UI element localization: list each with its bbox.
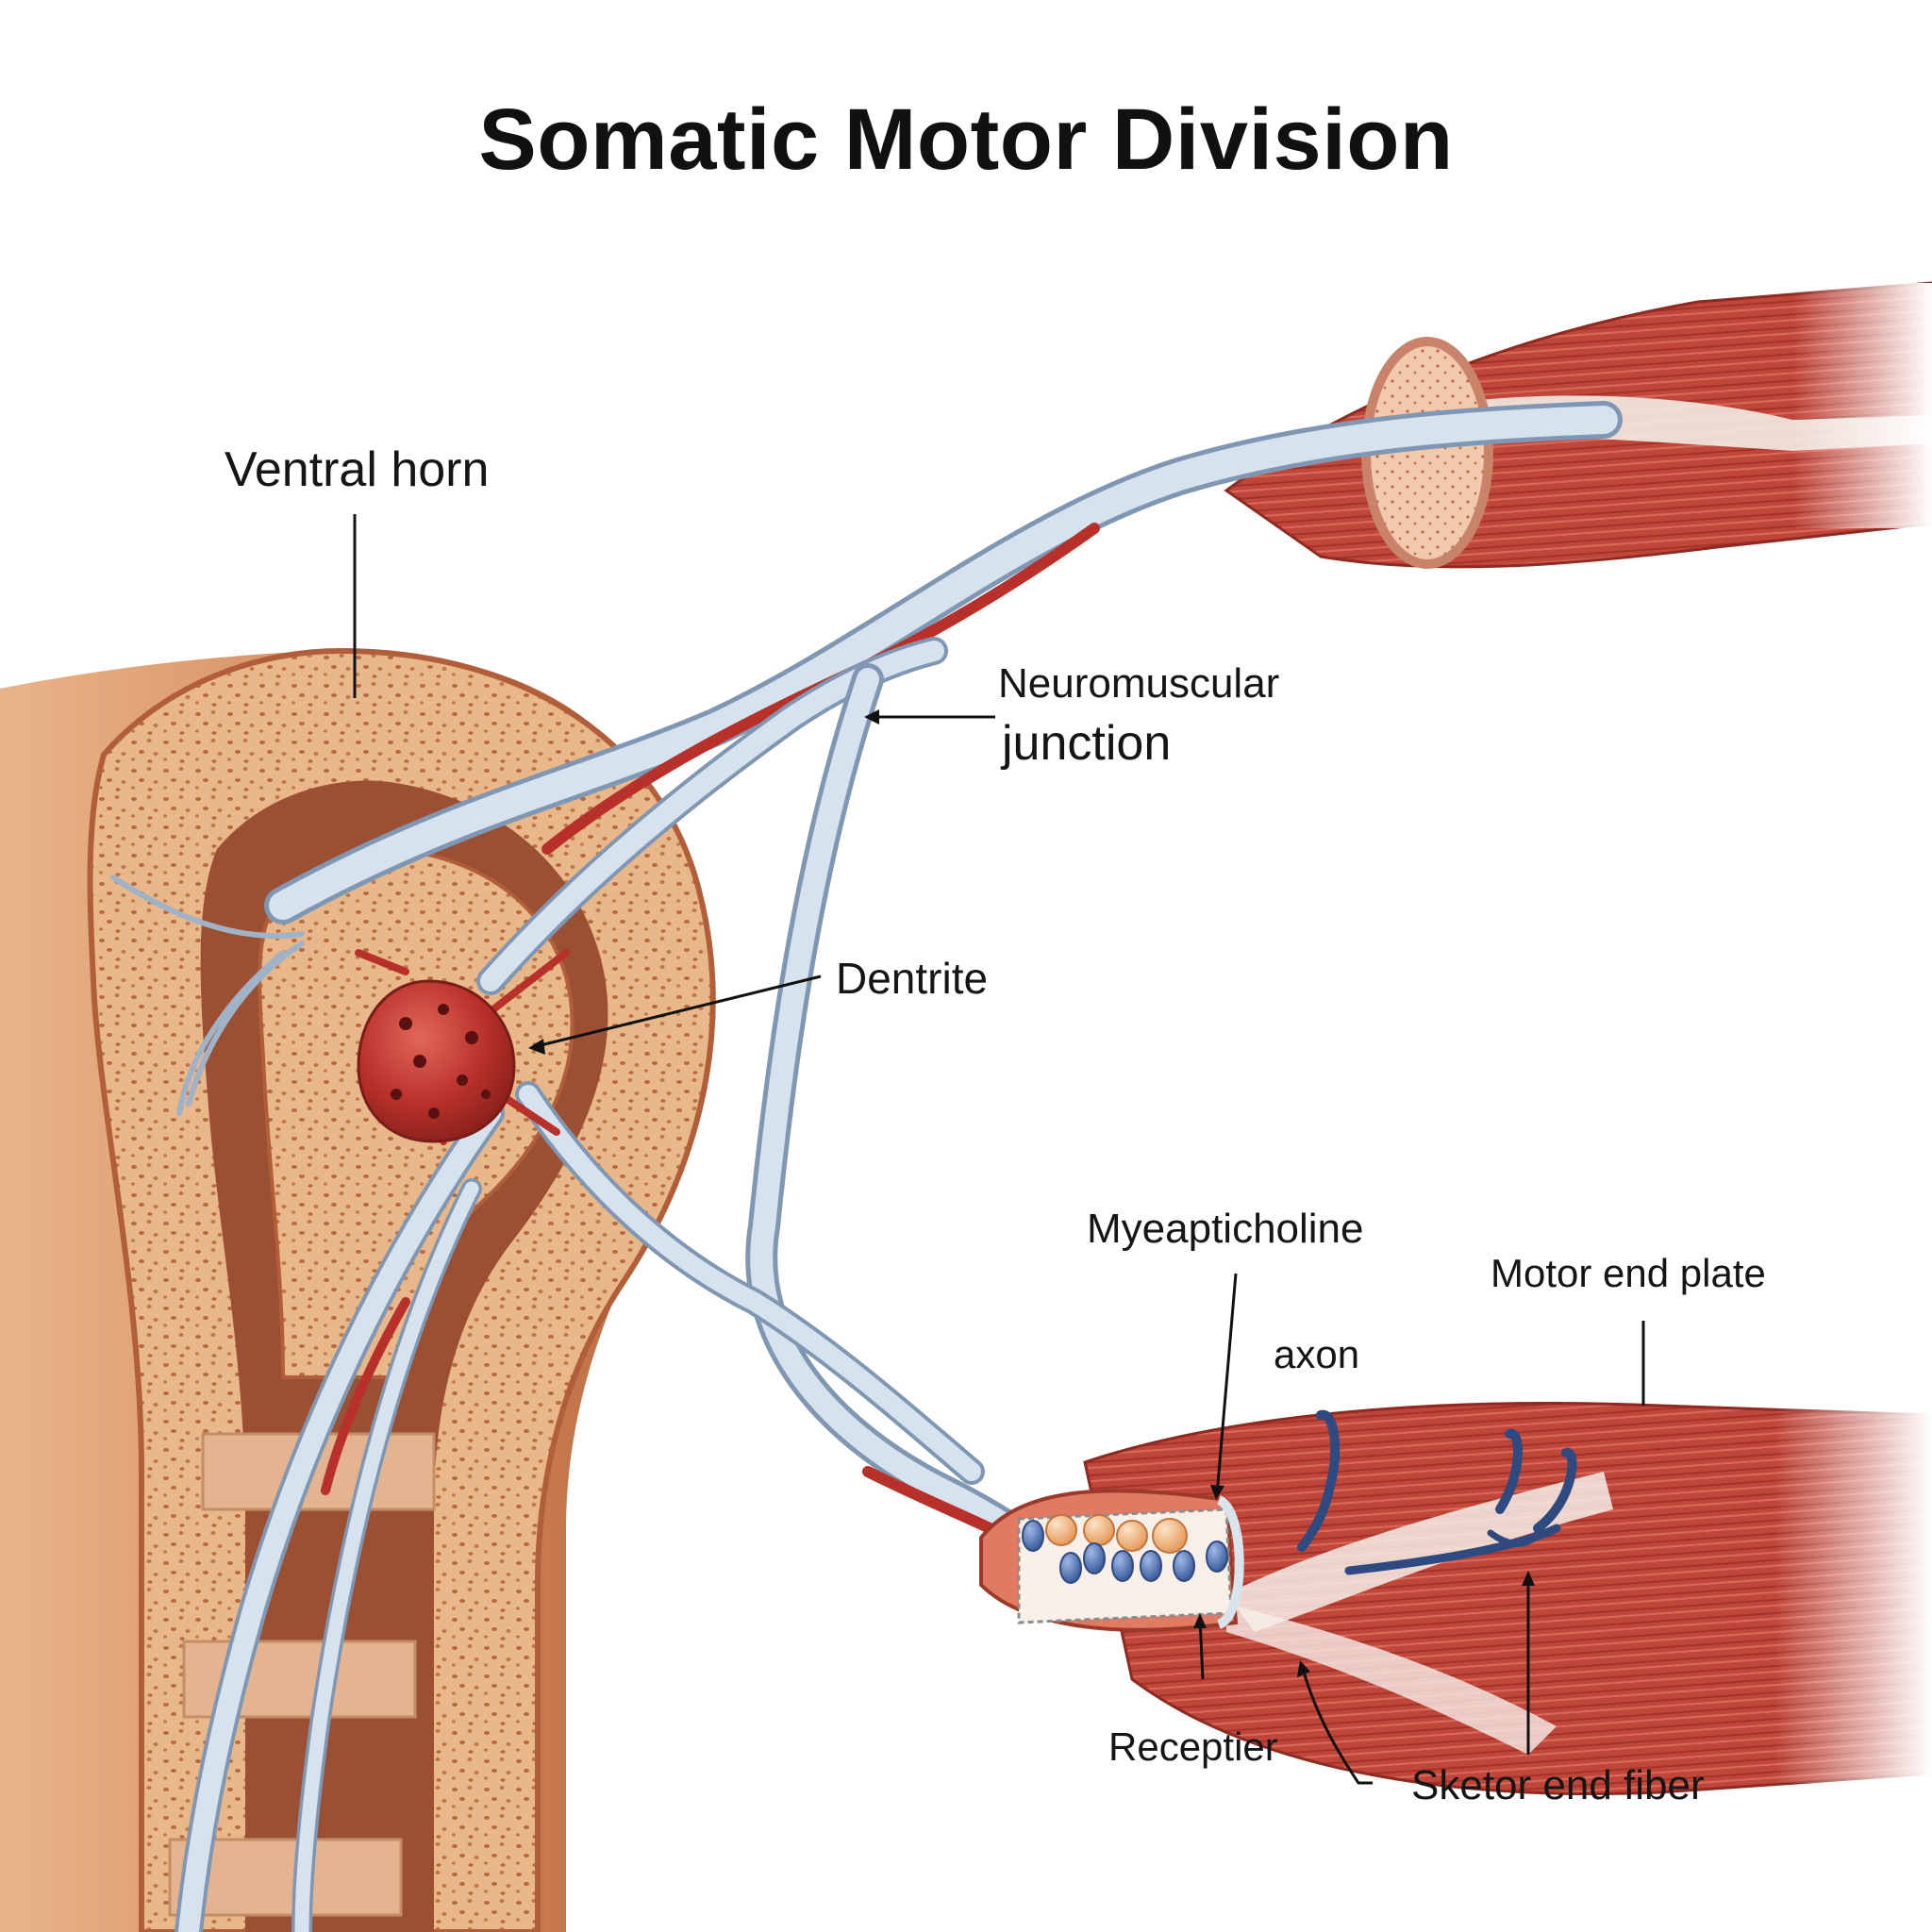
axon-terminals [1297, 1409, 1577, 1575]
soma-cell-body [357, 979, 516, 1143]
lower-muscle-tendon-fan-2 [1226, 1604, 1557, 1755]
label-receptier: Receptier [1108, 1724, 1278, 1769]
lower-muscle-bundle [1083, 1402, 1932, 1795]
spinal-cord [0, 647, 716, 1932]
lower-muscle-body [1083, 1402, 1932, 1795]
cord-axon-red [321, 1297, 410, 1495]
label-motor-end-plate: Motor end plate [1491, 1251, 1766, 1295]
label-myeapticholine: Myeapticholine [1087, 1206, 1364, 1252]
diagram-title: Somatic Motor Division [478, 92, 1454, 188]
leader-lines [353, 514, 1645, 1785]
soma-processes [355, 949, 570, 1145]
label-sketor-end-fiber: Sketor end fiber [1411, 1762, 1705, 1808]
soma-vesicles [391, 1004, 491, 1119]
label-dentrite: Dentrite [836, 954, 989, 1003]
label-axon: axon [1274, 1332, 1360, 1376]
upper-muscle-tendon-end [1792, 283, 1932, 528]
acetylcholine-receptors [1022, 1520, 1228, 1584]
left-fibers [110, 874, 305, 1116]
label-junction: junction [1002, 716, 1172, 771]
label-ventral-horn: Ventral horn [225, 442, 490, 497]
nerve-network [110, 401, 1623, 1932]
label-neuromuscular: Neuromuscular [998, 660, 1280, 707]
lower-muscle-tendon-fan [1226, 1472, 1613, 1632]
synapse-capsule [979, 1489, 1244, 1632]
leader-arrowheads [528, 709, 1535, 1677]
motor-neuron [355, 949, 570, 1145]
lower-muscle-tendon-end [1774, 1406, 1932, 1783]
synapse-end-cap [1216, 1495, 1244, 1629]
synaptic-vesicles [1045, 1514, 1188, 1554]
